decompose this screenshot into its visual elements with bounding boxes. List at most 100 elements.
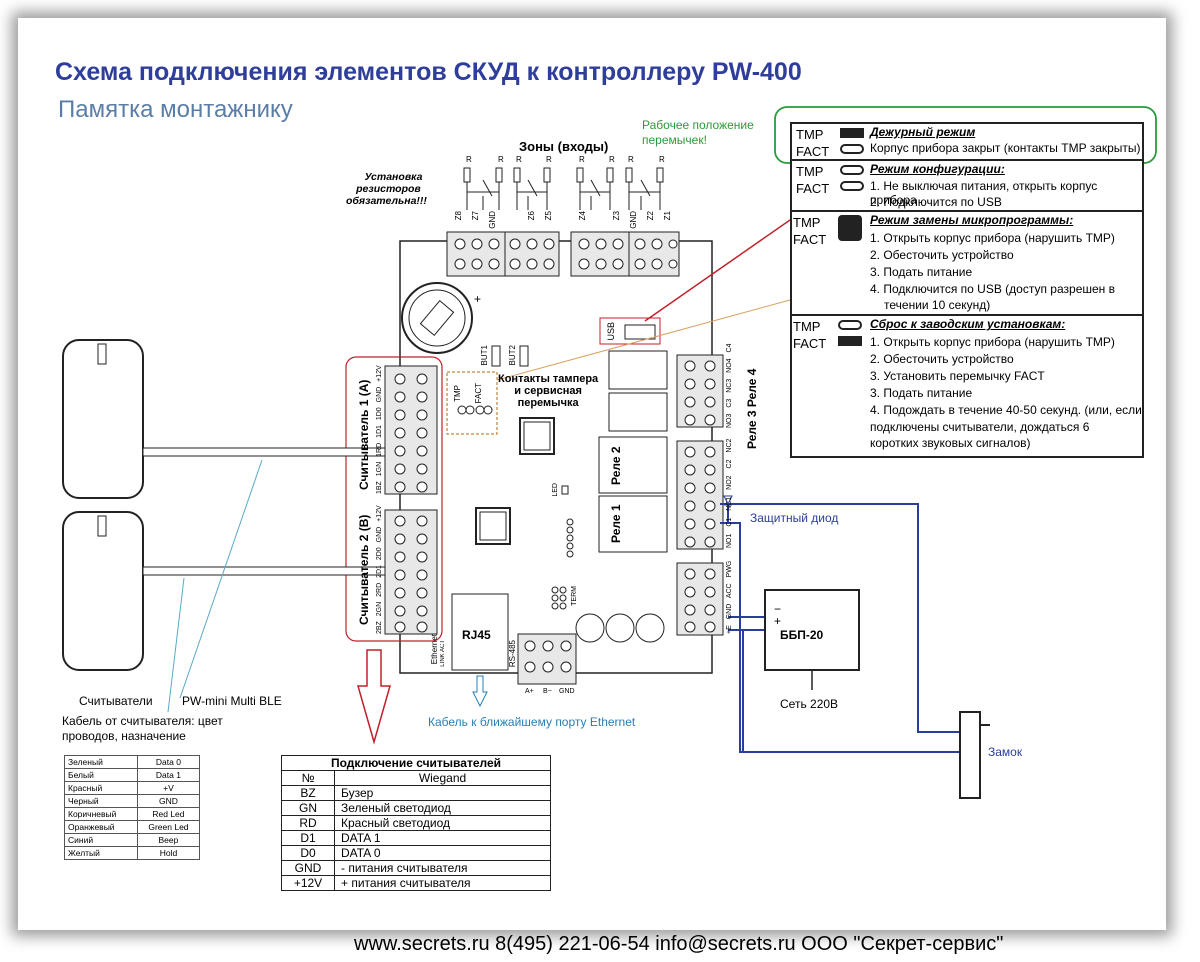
mode-firmware-line-4: 4. Подключится по USB (доступ разрешен в xyxy=(870,282,1115,296)
tmp-label: TMP xyxy=(453,385,462,402)
rj45-label: RJ45 xyxy=(462,628,491,642)
mode-tmp-label: TMP xyxy=(793,215,821,230)
mode-reset-line-5: 4. Подождать в течение 40-50 секунд. (ил… xyxy=(870,403,1142,417)
wire-function-cell: Hold xyxy=(136,846,201,860)
wire-color-cell: Коричневый xyxy=(64,807,138,821)
jumper-open-icon xyxy=(840,181,864,191)
reader-pin-cell: RD xyxy=(281,815,335,831)
mode-firmware-line-2: 2. Обесточить устройство xyxy=(870,248,1014,262)
mode-firmware-line-5: течении 10 секунд) xyxy=(884,298,991,312)
psu-label: ББП-20 xyxy=(780,628,824,642)
wire-function-cell: Data 1 xyxy=(136,768,201,782)
reader-desc-cell: Зеленый светодиод xyxy=(334,800,551,816)
reader-pin-cell: GN xyxy=(281,800,335,816)
jumper-open-icon xyxy=(838,320,862,330)
relay1-label: Реле 1 xyxy=(609,504,623,544)
zone-label-z2: Z2 xyxy=(646,211,655,221)
mode-firmware-line-3: 3. Подать питание xyxy=(870,265,973,279)
mode-reset-line-3: 3. Установить перемычку FACT xyxy=(870,369,1045,383)
usb-label: USB xyxy=(606,322,616,341)
wire-function-cell: Green Led xyxy=(136,820,201,834)
wire-color-cell: Красный xyxy=(64,781,138,795)
ethernet-label: Ethernet xyxy=(430,634,439,665)
reader-desc-cell: DATA 1 xyxy=(334,830,551,846)
mode-fact-label: FACT xyxy=(793,336,827,351)
relay-terminal-block xyxy=(676,354,724,636)
relay34-label: Реле 3 Реле 4 xyxy=(745,368,759,449)
reader-table-row: GND- питания считывателя xyxy=(281,860,551,876)
jumper-open-icon xyxy=(838,215,862,241)
mode-fact-label: FACT xyxy=(793,232,827,247)
reader-pin-cell: +12V xyxy=(281,875,335,891)
jumper-open-icon xyxy=(840,144,864,154)
resistor-mark: R xyxy=(579,155,585,164)
mains-label: Сеть 220В xyxy=(780,697,839,711)
reader-pin-cell: D0 xyxy=(281,845,335,861)
rs485-pin-b: B− xyxy=(543,688,552,695)
zone-label-z7: Z7 xyxy=(471,211,480,221)
psu-minus: − xyxy=(774,602,782,616)
psu-plus: + xyxy=(774,614,782,628)
wire-function-cell: Red Led xyxy=(136,807,201,821)
zone-label-z3: Z3 xyxy=(612,211,621,221)
zone-label-gnd: GND xyxy=(488,211,497,229)
wire-function-cell: Beep xyxy=(136,833,201,847)
power-pins: +E GND ACC PWG xyxy=(726,560,733,634)
reader-desc-cell: DATA 0 xyxy=(334,845,551,861)
jumper-closed-icon xyxy=(840,128,864,138)
ethernet-leds: LINK ACT xyxy=(440,640,446,667)
mode-config-line-1: 1. Не выключая питания, открыть корпус п… xyxy=(870,179,1098,207)
mode-reset-line-2: 2. Обесточить устройство xyxy=(870,352,1014,366)
wire-function-cell: GND xyxy=(136,794,201,808)
reader-table-row: +12V+ питания считывателя xyxy=(281,875,551,891)
mode-firmware-title: Режим замены микропрограммы: xyxy=(870,213,1074,227)
zone-label-z4: Z4 xyxy=(578,211,587,221)
ethernet-arrow-icon xyxy=(472,675,488,708)
wire-function-cell: +V xyxy=(136,781,201,795)
wire-color-cell: Желтый xyxy=(64,846,138,860)
rs485-label: RS-485 xyxy=(508,640,517,668)
footer-contacts: www.secrets.ru 8(495) 221-06-54 info@sec… xyxy=(354,933,1004,955)
diode-icon xyxy=(723,495,733,506)
reader2-label: Считыватель 2 (В) xyxy=(357,514,371,626)
reader1-pins: 1BZ 1GN 1RD 1D1 1D0 GND +12V xyxy=(376,365,383,494)
page-subtitle: Памятка монтажнику xyxy=(58,96,293,123)
relay-icon xyxy=(598,350,668,553)
wire-color-cell: Синий xyxy=(64,833,138,847)
reader2-pins: 2BZ 2GN 2RD 2D1 2D0 GND +12V xyxy=(376,505,383,634)
resistor-mark: R xyxy=(516,155,522,164)
jumper-closed-icon xyxy=(838,336,862,346)
mode-standby-title: Дежурный режим xyxy=(870,125,976,139)
wire-color-cell: Черный xyxy=(64,794,138,808)
wire-color-cell: Белый xyxy=(64,768,138,782)
rs485-pin-gnd: GND xyxy=(559,688,575,695)
mode-tmp-label: TMP xyxy=(793,319,821,334)
cpu-chip xyxy=(519,417,555,455)
mode-standby-box: TMP FACT Дежурный режим Корпус прибора з… xyxy=(790,122,1144,163)
relay-pins-top: NO3 C3 NC3 NO4 C4 xyxy=(726,343,733,428)
relay2-label: Реле 2 xyxy=(609,446,623,486)
resistor-mark: R xyxy=(628,155,634,164)
mode-reset-line-1: 1. Открыть корпус прибора (нарушить TMP) xyxy=(870,335,1115,349)
rs485-pin-a: A+ xyxy=(525,688,534,695)
reader1-terminal xyxy=(384,365,438,635)
mode-reset-title: Сброс к заводским установкам: xyxy=(870,317,1066,331)
mode-config-box: TMP FACT Режим конфигурации: 1. Не выклю… xyxy=(790,159,1144,214)
but1-label: BUT1 xyxy=(480,345,489,366)
mode-firmware-box: TMP FACT Режим замены микропрограммы: 1.… xyxy=(790,210,1144,318)
relay-pins-mid: NO1 C1 NC1 NO2 C2 NC2 xyxy=(726,438,733,548)
reader-pin-cell: BZ xyxy=(281,785,335,801)
term-label: TERM xyxy=(571,586,578,606)
resistor-mark: R xyxy=(546,155,552,164)
